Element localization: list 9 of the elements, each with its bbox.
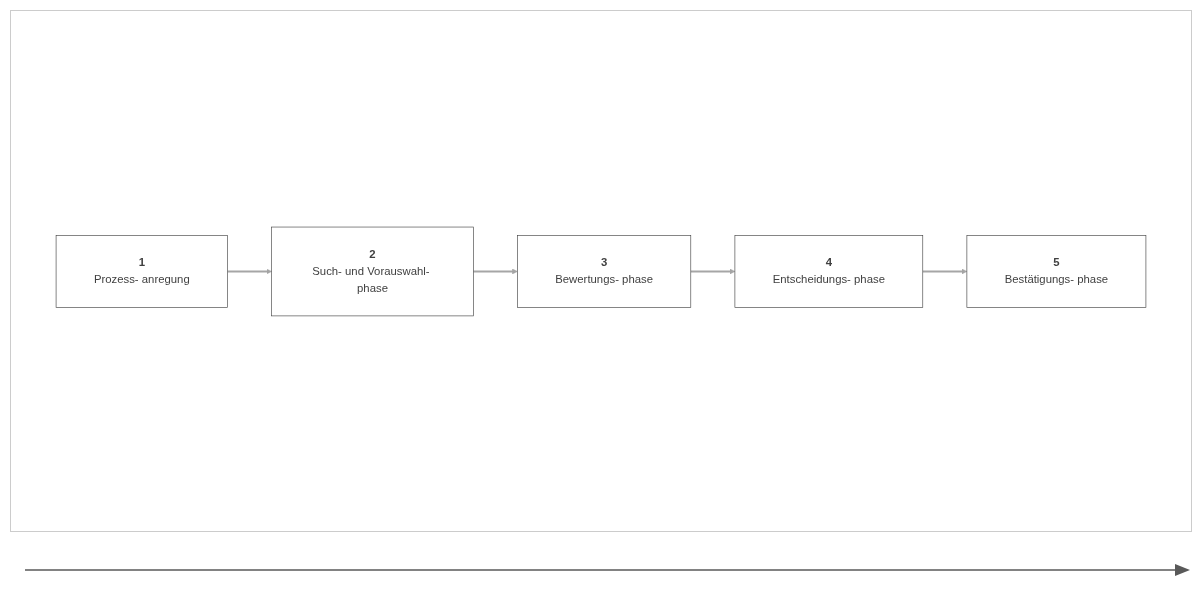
node-box: 3 Bewertungs- phase <box>517 234 692 308</box>
arrow <box>226 268 272 274</box>
node-box: 2 Such- und Vorauswahl- phase <box>271 226 474 316</box>
arrow <box>921 268 968 274</box>
node-box: 5 Bestätigungs- phase <box>966 234 1147 308</box>
node-box: 4 Entscheidungs- phase <box>734 234 924 308</box>
node-box: 1 Prozess- anregung <box>55 234 228 308</box>
arrow <box>472 268 518 274</box>
arrow <box>689 268 736 274</box>
